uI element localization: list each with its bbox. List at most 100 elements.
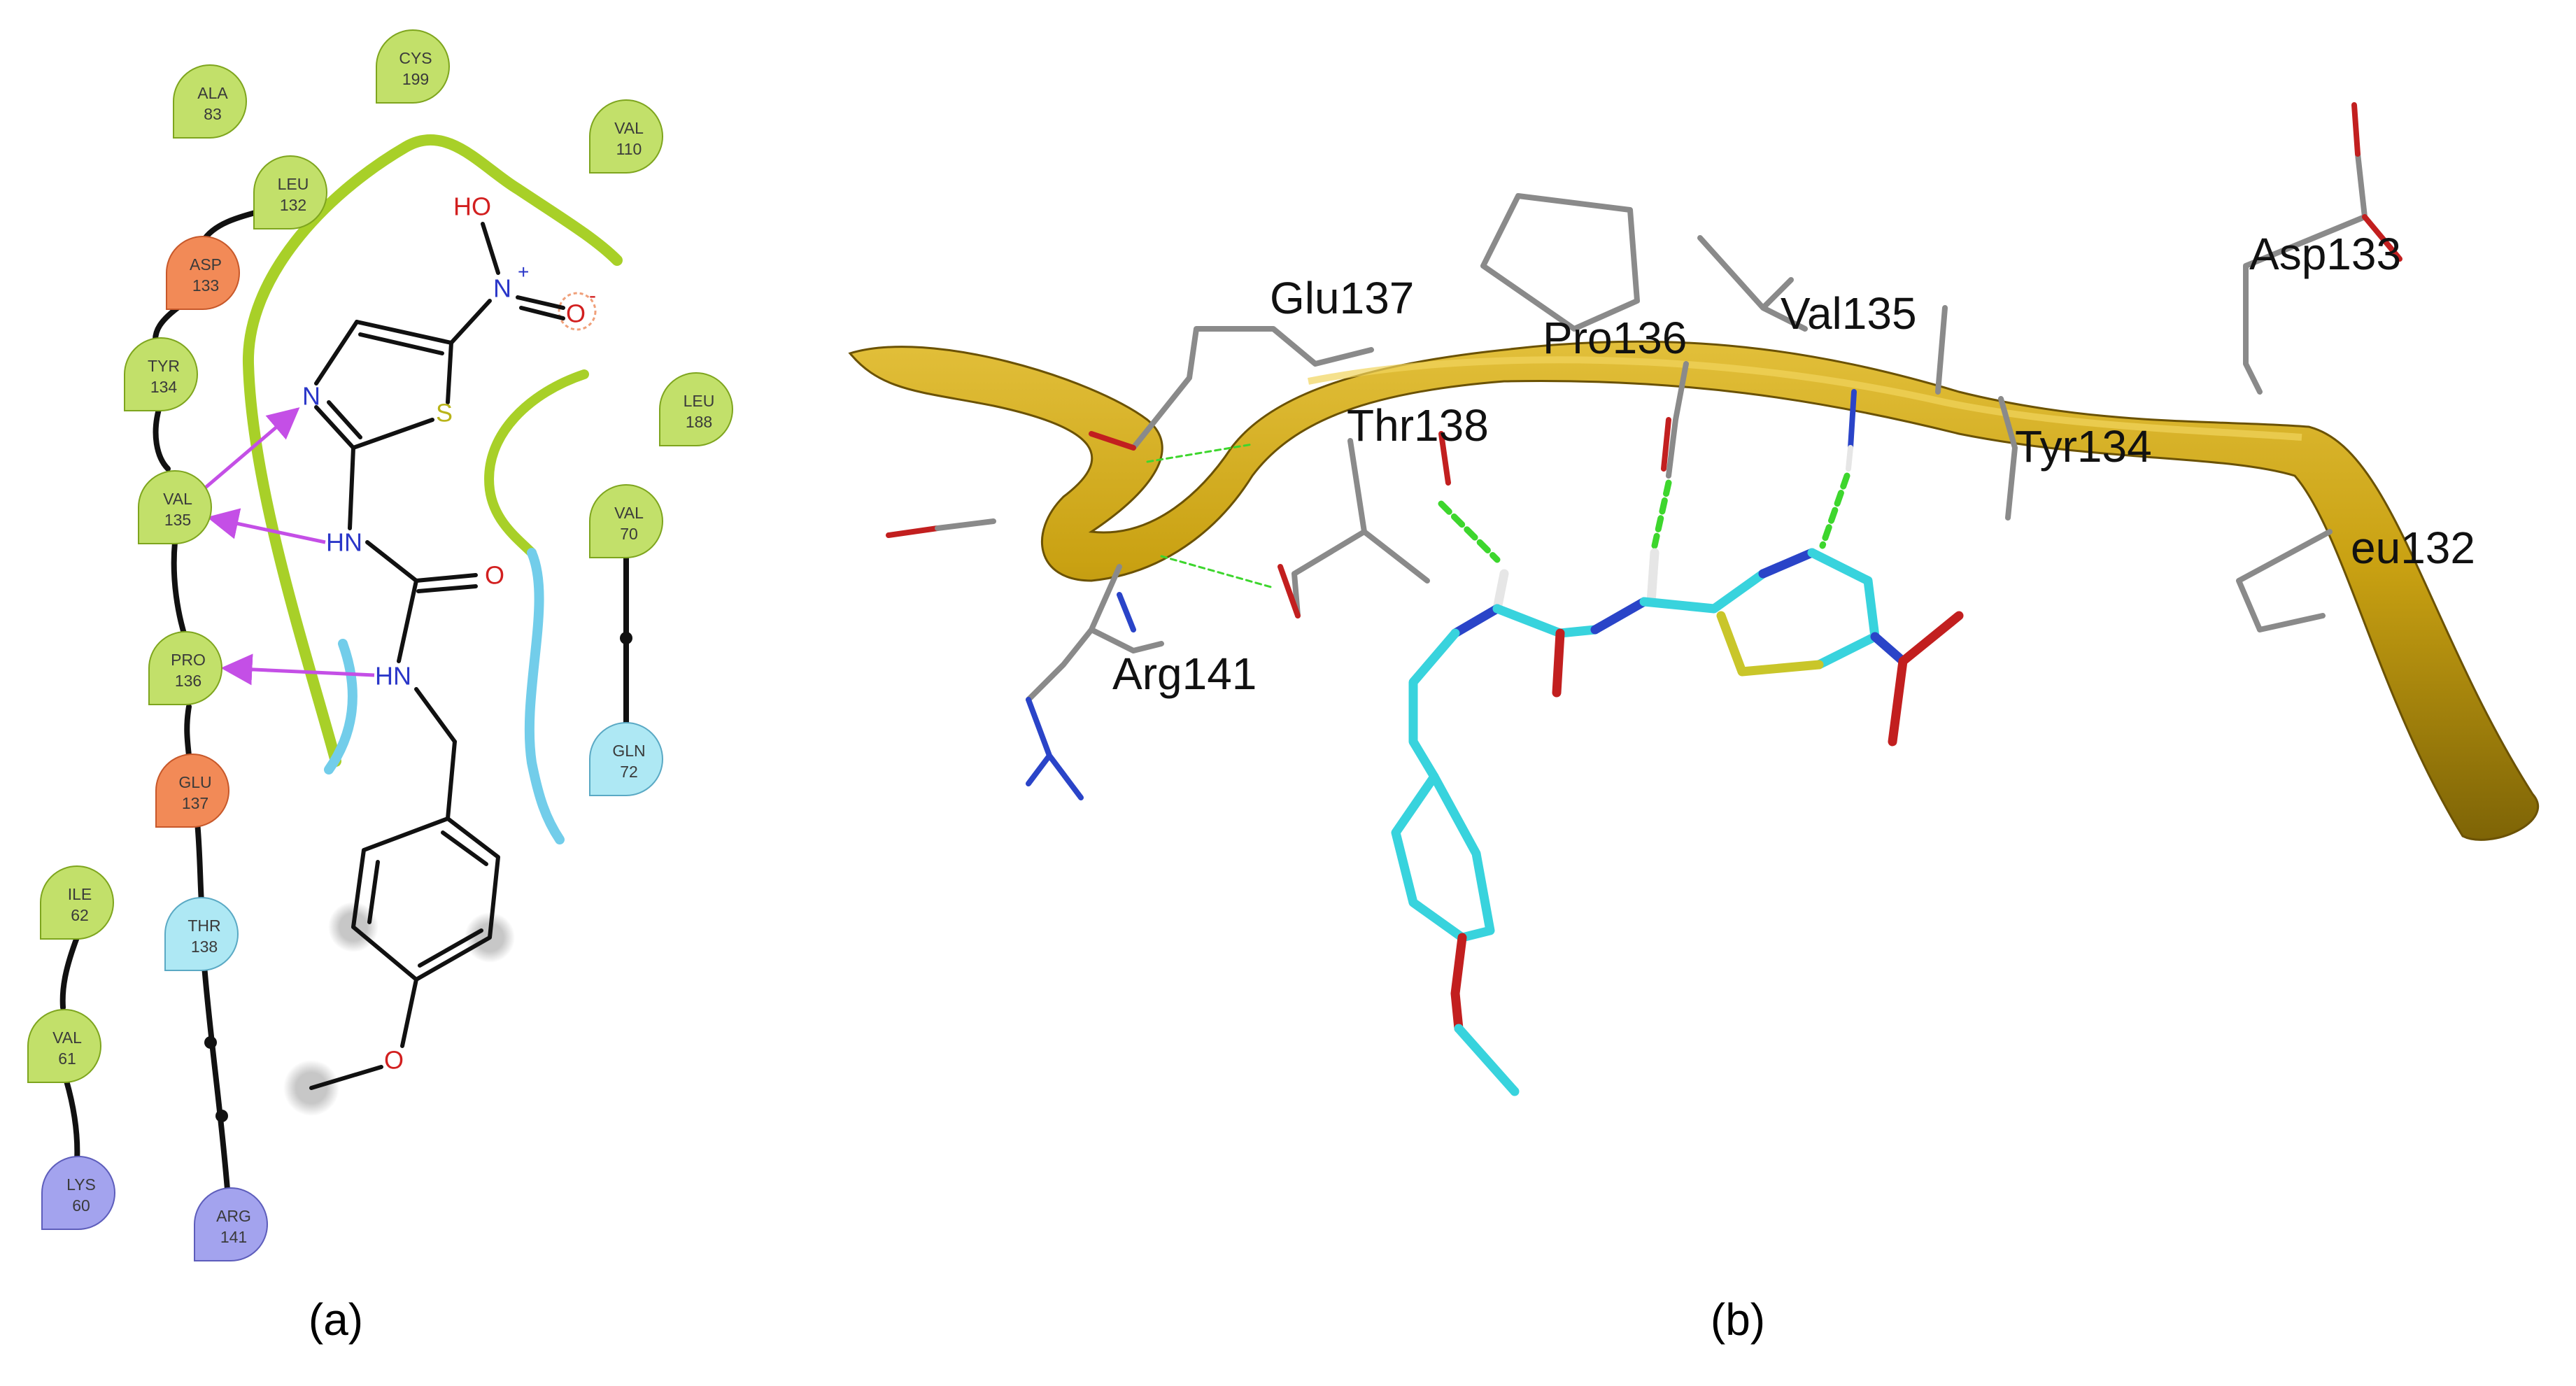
hbond-val135-n3: [201, 407, 300, 491]
gap-dot: [204, 1036, 217, 1049]
atom-hn-2: HN: [375, 662, 411, 691]
backbone-ile62-val61: [59, 935, 80, 1010]
sidechain-arg141: [1026, 564, 1164, 702]
backbone-tyr134-val135: [153, 399, 171, 472]
residue-number: 83: [204, 105, 222, 123]
gap-dot: [215, 1110, 228, 1122]
residue-number: 60: [72, 1196, 90, 1215]
label-tyr134: Tyr134: [2015, 421, 2152, 472]
ligand-ether-o: [1450, 933, 1467, 1033]
bond-nh2-ch2: [414, 687, 457, 744]
bond-n-c5: [449, 299, 492, 345]
label-thr138: Thr138: [1347, 400, 1489, 451]
ligand-thiazole-c: [1639, 569, 1768, 614]
atom-o-ether: O: [384, 1046, 404, 1075]
residue-number: 188: [686, 413, 712, 431]
hbond-hn2-pro136: [220, 653, 375, 686]
backbone-gap-dots: [204, 632, 632, 1122]
pocket-contour: [242, 134, 623, 844]
residue-marker: [124, 337, 198, 411]
residue-number: 133: [192, 276, 219, 295]
residue-marker: [27, 1009, 101, 1083]
backbone-carbonyl-pro-o: [1661, 417, 1671, 472]
label-leu132: eu132: [2351, 523, 2475, 573]
hbond-arrows: [201, 407, 375, 686]
hbonds-3d: [1146, 443, 1850, 589]
pocket-blue-line-left: [324, 639, 358, 775]
residue-marker: [155, 754, 229, 828]
residue-number: 70: [620, 525, 638, 543]
residue-marker: [166, 236, 240, 310]
residue-glu-137: GLU 137: [155, 754, 229, 828]
atom-ho: HO: [453, 192, 491, 221]
residue-name: ASP: [190, 255, 222, 274]
sidechain-leu132: [2236, 529, 2333, 632]
binding-pose-3d: Asp133 Glu137 Pro136 Val135 Thr138 Tyr13…: [848, 102, 2540, 1345]
pocket-blue-line-right: [524, 548, 565, 844]
benzene-double-3: [441, 830, 488, 866]
sidechain-val135: [1697, 235, 1808, 332]
label-arg141: Arg141: [1112, 649, 1257, 699]
atom-o-nitro-charge: -: [589, 284, 596, 307]
sidechain-thr138-o: [1278, 564, 1301, 618]
residue-marker: [589, 484, 663, 558]
residue-labels-3d: Asp133 Glu137 Pro136 Val135 Thr138 Tyr13…: [1112, 229, 2475, 699]
bond-c5-c4-double: [358, 332, 444, 355]
residue-name: LEU: [684, 392, 715, 410]
bond-nh-c-urea: [365, 540, 418, 583]
residue-marker: [253, 155, 327, 229]
ligand-urea-c: [1492, 604, 1600, 638]
backbone-pro136-glu137: [184, 704, 192, 758]
residue-name: GLN: [612, 742, 645, 760]
atom-o-carbonyl: O: [485, 561, 504, 590]
label-pro136: Pro136: [1543, 313, 1687, 363]
bond-c-o-urea-double: [416, 584, 478, 593]
bond-c-nh2: [397, 579, 418, 663]
residue-number: 135: [164, 511, 191, 529]
ligand-urea-c1: [1408, 628, 1460, 782]
backbone-carbonyl-thr: [1438, 431, 1451, 486]
ligand-nitro-n: [1870, 632, 1908, 666]
atom-n-thiazole: N: [302, 382, 320, 411]
residue-marker: [589, 722, 663, 796]
bond-c2-nh: [348, 446, 355, 530]
backbone-h-val: [1846, 445, 1853, 472]
residue-number: 134: [150, 378, 178, 396]
sidechain-pro136: [1480, 193, 1640, 332]
sidechain-arg141-n: [1026, 592, 1136, 800]
residue-name: ALA: [197, 84, 228, 102]
residue-marker: [589, 99, 663, 174]
residue-name: VAL: [52, 1028, 82, 1047]
ligand-methyl: [1454, 1024, 1520, 1096]
residue-number: 199: [402, 70, 429, 88]
residue-leu-188: LEU 188: [659, 372, 733, 446]
halo: [558, 292, 597, 331]
residue-name: LEU: [278, 175, 309, 193]
ligand-benzene: [1391, 772, 1495, 942]
bond-ring-o: [400, 977, 418, 1048]
residue-number: 137: [182, 794, 208, 812]
bond-c5-c4: [355, 320, 453, 345]
atom-s-thiazole: S: [436, 399, 453, 427]
residue-number: 62: [71, 906, 89, 924]
atom-n-nitro: N: [493, 274, 511, 303]
residue-ala-83: ALA 83: [173, 64, 247, 139]
panel-b-label: (b): [1711, 1294, 1765, 1345]
ligand-atom-labels: HO N + O - N S HN O HN O: [302, 192, 596, 1075]
atom-n-nitro-charge: +: [518, 261, 529, 283]
hbond-3d-glu137-thin: [1146, 443, 1254, 463]
residue-name: THR: [187, 917, 220, 935]
residue-markers: ALA83CYS199VAL110LEU132ASP133TYR134LEU18…: [27, 29, 733, 1261]
benzene-double-1: [367, 860, 380, 924]
pocket-green-line-right: [484, 369, 589, 558]
residue-name: GLU: [178, 773, 211, 791]
atom-hn-1: HN: [326, 528, 362, 557]
backbone-carbonyl-pro: [1666, 361, 1689, 479]
ligand-sticks: [1391, 548, 1964, 1096]
backbone-glu137-thr138: [194, 819, 204, 905]
hbond-3d-arg141-thin: [1160, 555, 1275, 589]
bond-ch2-ring: [446, 740, 457, 821]
ligand-nh-1: [1492, 569, 1509, 614]
